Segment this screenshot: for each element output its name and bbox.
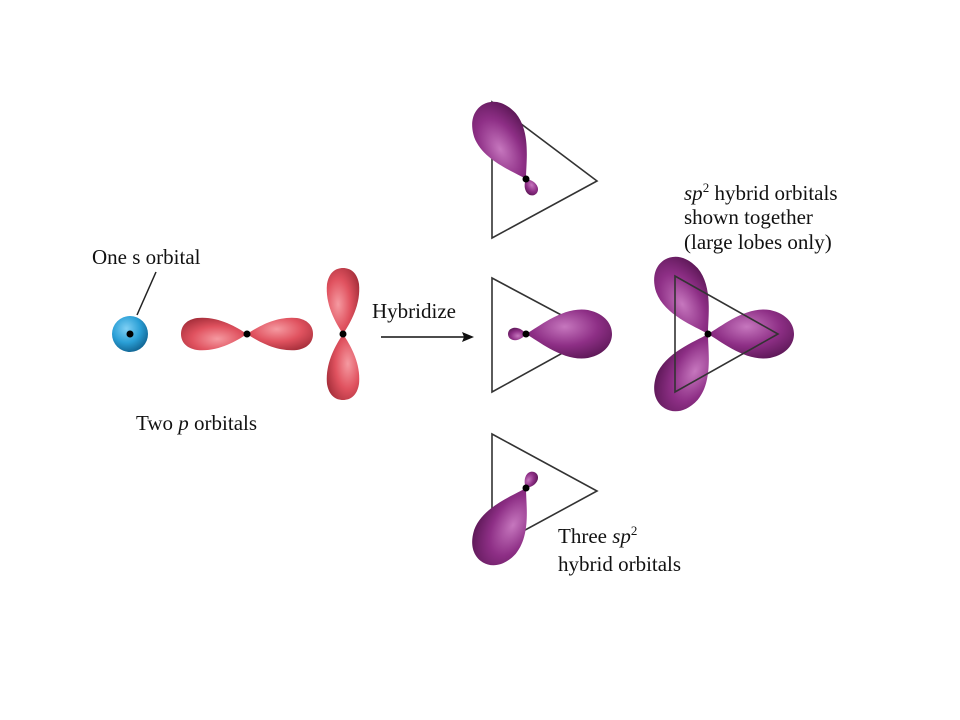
sp2-orbital-middle [491,276,612,394]
sp2-orbital-top [461,92,599,240]
three-sp2-label-line1: Three sp2 [558,523,637,548]
p-orbital-horizontal [181,317,313,351]
sp2-together-label-line1: sp2 hybrid orbitals [684,180,838,205]
sp2-orbital-bottom [461,432,599,575]
hybridize-label: Hybridize [372,299,456,323]
two-p-orbitals-label: Two p orbitals [136,411,257,435]
sp2-together-label-line2: shown together [684,205,813,229]
s-orbital-leader-line [136,271,157,316]
s-orbital [112,316,148,352]
three-sp2-label-line2: hybrid orbitals [558,552,681,576]
s-orbital-label: One s orbital [92,245,201,269]
sp2-together-label-line3: (large lobes only) [684,230,832,254]
p-orbital-vertical [326,268,360,400]
hybridize-arrow [381,332,474,342]
sp2-orbitals-combined [643,247,794,421]
